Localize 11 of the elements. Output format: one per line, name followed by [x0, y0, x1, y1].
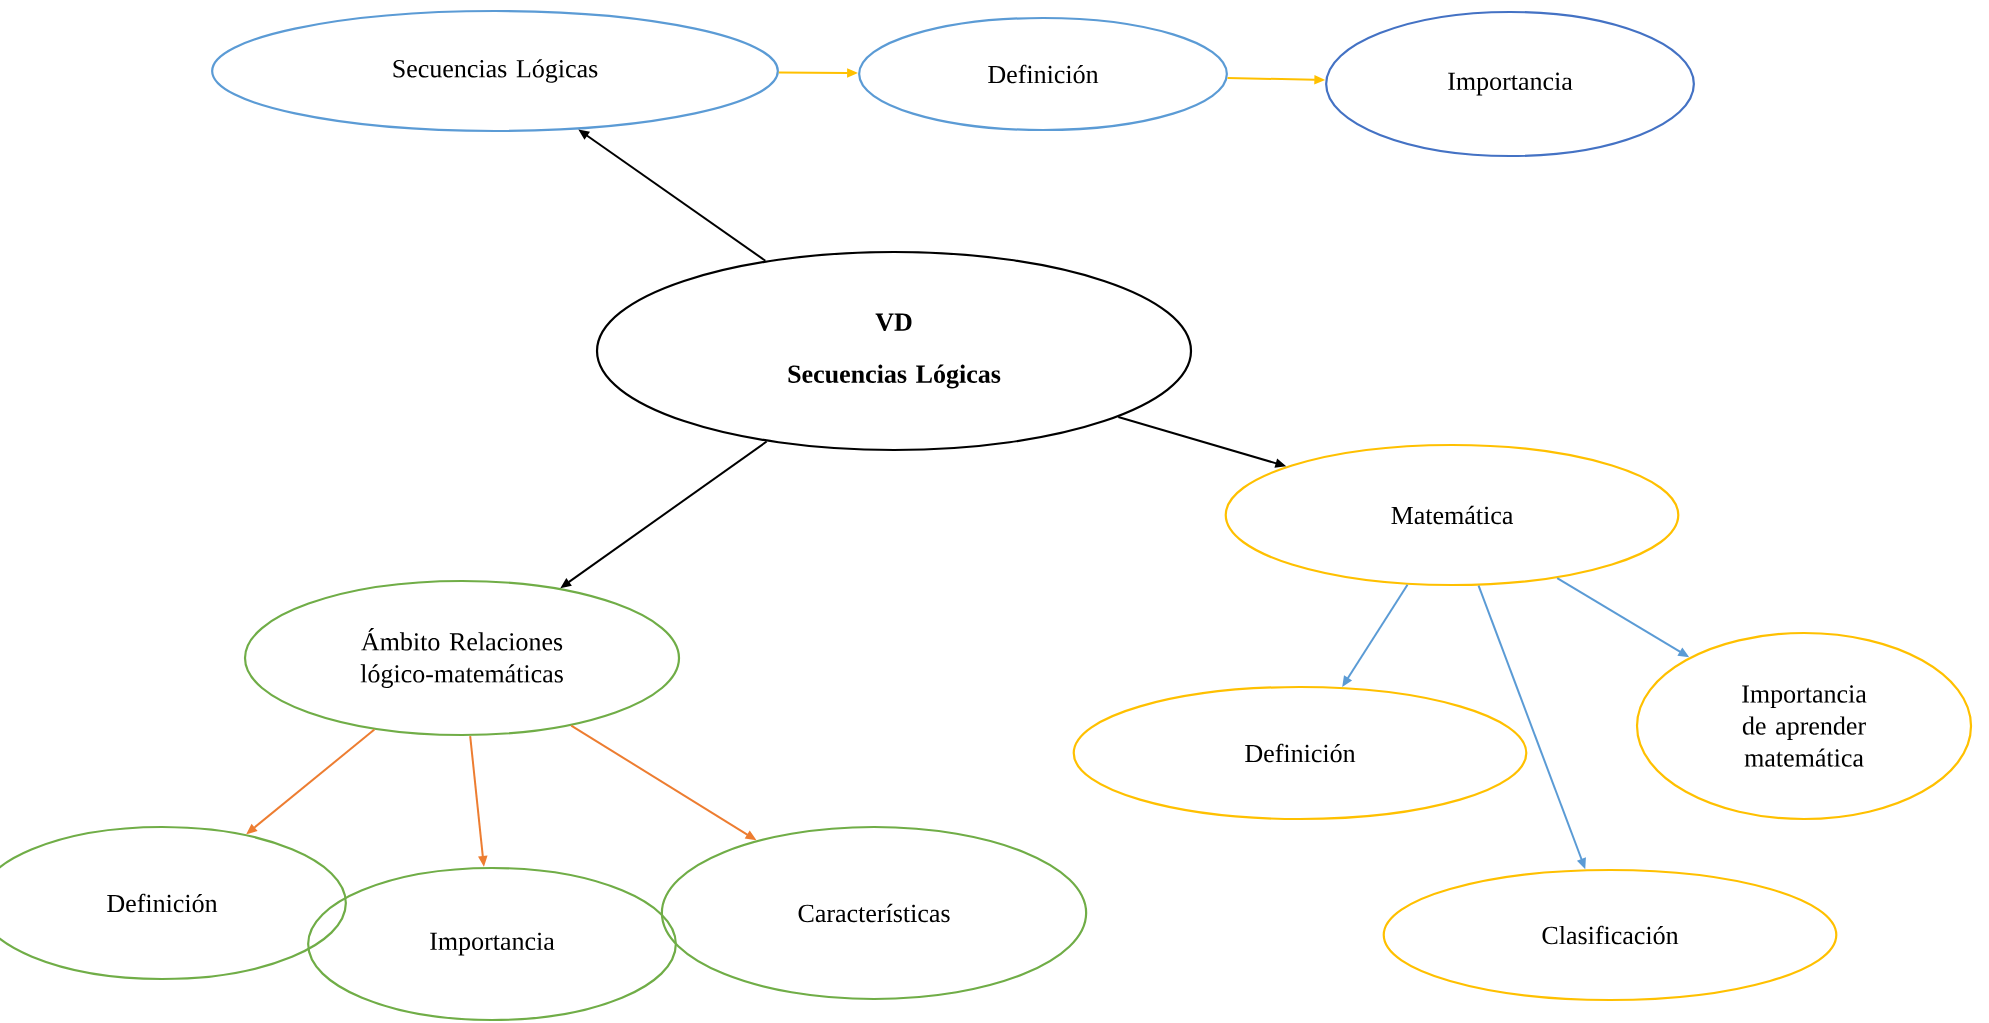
ellipse-node: Clasificación	[1382, 868, 1838, 1002]
ellipse-node: Definición	[858, 16, 1228, 132]
ellipse-node: Importancia de aprender matemática	[1635, 631, 1973, 821]
ellipse-node: Definición	[1072, 685, 1528, 821]
ellipse-node: VD Secuencias Lógicas	[595, 250, 1193, 452]
ellipse-node: Importancia	[1325, 10, 1695, 158]
ellipse-node: Ámbito Relaciones lógico-matemáticas	[243, 579, 681, 737]
ellipse-node: Importancia	[307, 866, 677, 1022]
ellipse-node: Matemática	[1224, 443, 1680, 587]
ellipse-node: Secuencias Lógicas	[211, 9, 779, 133]
ellipse-node: Características	[660, 825, 1088, 1001]
